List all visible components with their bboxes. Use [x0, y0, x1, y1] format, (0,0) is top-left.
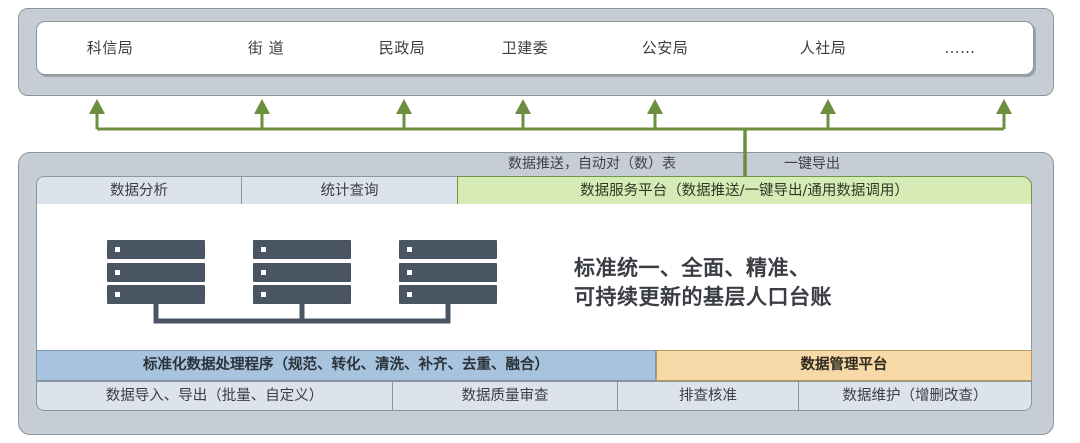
server-0-unit-2 — [107, 285, 205, 304]
dept-keixinju: 科信局 — [86, 39, 134, 57]
arrow-head-4 — [647, 99, 663, 114]
ledger-headline: 标准统一、全面、精准、 可持续更新的基层人口台账 — [574, 254, 994, 312]
arrow-head-1 — [254, 99, 270, 114]
dept-jiedao: 街 道 — [247, 39, 285, 57]
dept-renshe: 人社局 — [799, 39, 847, 57]
tab-data-service-platform: 数据服务平台（数据推送/一键导出/通用数据调用） — [457, 176, 1032, 205]
server-0-led-0 — [115, 247, 120, 252]
arrow-head-2 — [396, 99, 412, 114]
arrow-head-6 — [996, 99, 1012, 114]
server-0-unit-1 — [107, 263, 205, 282]
server-0-led-2 — [115, 292, 120, 297]
server-2-unit-0 — [399, 240, 497, 259]
headline-line-1: 标准统一、全面、精准、 — [574, 256, 811, 280]
server-0-led-1 — [115, 270, 120, 275]
distribution-arrows — [89, 99, 1012, 176]
dept-weijianwei: 卫建委 — [501, 39, 549, 57]
tab-data-analysis: 数据分析 — [36, 176, 242, 205]
arrow-head-0 — [89, 99, 105, 114]
dept-gonganju: 公安局 — [641, 39, 689, 57]
server-1-unit-0 — [253, 240, 351, 259]
server-1-led-0 — [261, 247, 266, 252]
arrow-head-3 — [515, 99, 531, 114]
server-2-led-1 — [407, 270, 412, 275]
check-verify-cell: 排查核准 — [617, 381, 799, 411]
import-export-cell: 数据导入、导出（批量、自定义） — [36, 381, 393, 411]
data-management-platform-bar: 数据管理平台 — [656, 350, 1032, 381]
server-2-led-2 — [407, 292, 412, 297]
standard-process-bar: 标准化数据处理程序（规范、转化、清洗、补齐、去重、融合） — [36, 350, 656, 381]
quality-review-cell: 数据质量审查 — [392, 381, 618, 411]
server-2-unit-2 — [399, 285, 497, 304]
server-1-led-1 — [261, 270, 266, 275]
server-1-unit-1 — [253, 263, 351, 282]
dept-minzhengju: 民政局 — [378, 39, 426, 57]
server-2-unit-1 — [399, 263, 497, 282]
dept-more: …… — [944, 39, 976, 57]
server-2-led-0 — [407, 247, 412, 252]
maintenance-cell: 数据维护（增删改查） — [798, 381, 1032, 411]
push-label: 数据推送，自动对（数）表 — [508, 156, 676, 172]
export-label: 一键导出 — [784, 156, 840, 172]
arrow-head-5 — [820, 99, 836, 114]
server-1-unit-2 — [253, 285, 351, 304]
server-1-led-2 — [261, 292, 266, 297]
headline-line-2: 可持续更新的基层人口台账 — [574, 285, 832, 309]
server-0-unit-0 — [107, 240, 205, 259]
server-cluster — [107, 240, 497, 324]
departments-inner-box — [36, 21, 1034, 75]
